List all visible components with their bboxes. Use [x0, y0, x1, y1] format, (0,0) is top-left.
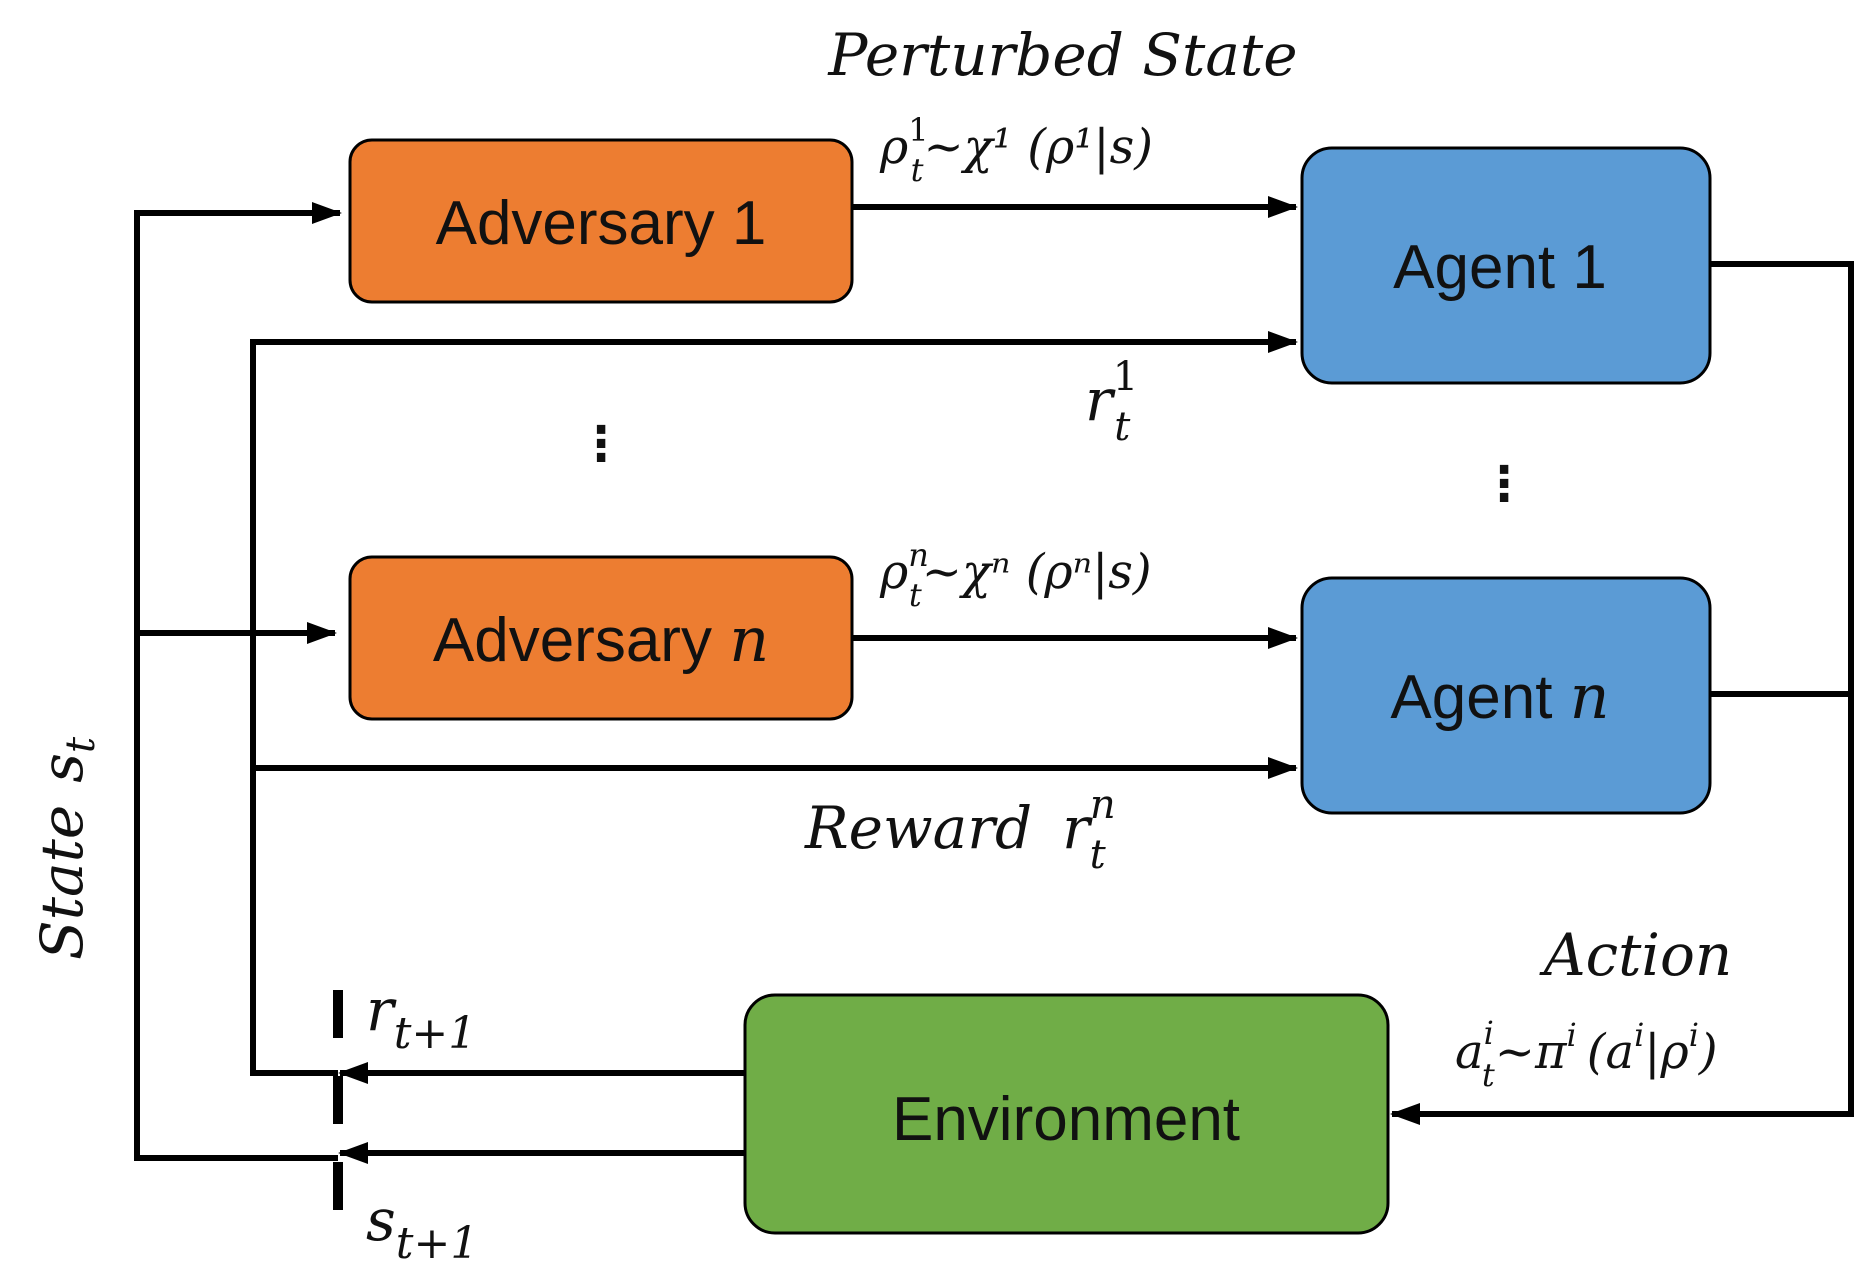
environment-label: Environment: [892, 1085, 1240, 1154]
state-bus-line: [134, 202, 342, 1161]
adversary-1-label: Adversary 1: [436, 189, 767, 258]
environment-box: [743, 993, 1390, 1235]
state-label: Statest: [28, 736, 104, 960]
adversary-ellipsis: ⋮: [577, 416, 625, 472]
agent-n-label: Agent n: [1390, 660, 1609, 733]
svg-text:Statest: Statest: [28, 736, 104, 960]
action-title: Action: [1539, 921, 1733, 989]
adversary-1-box: [348, 138, 854, 304]
agent1-action-line: [1390, 261, 1854, 1125]
r-next-label: rt+1: [366, 976, 476, 1059]
agent-1-label: Agent 1: [1393, 233, 1607, 302]
s-next-label: st+1: [366, 1186, 478, 1269]
agent-ellipsis: ⋮: [1480, 456, 1528, 512]
reward-bus-line: [250, 331, 1298, 1076]
adversary-n-label: Adversary n: [433, 603, 769, 676]
perturbed-state-title: Perturbed State: [827, 21, 1297, 89]
